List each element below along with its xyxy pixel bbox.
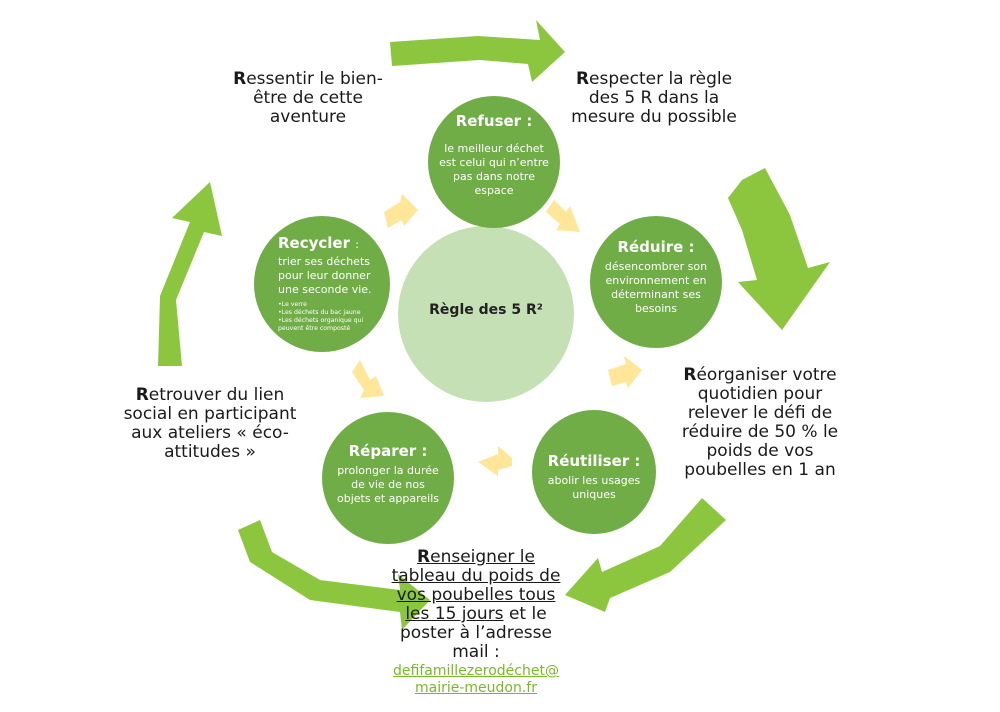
outer-arrow-right	[728, 168, 830, 330]
reduire-title: Réduire :	[617, 238, 695, 256]
outer-arrow-bottom	[565, 498, 726, 612]
reparer-title: Réparer :	[348, 442, 428, 460]
reutiliser-block: Réutiliser : abolir les usages uniques	[540, 452, 648, 502]
reparer-block: Réparer : prolonger la durée de vie de n…	[334, 442, 442, 506]
inner-arrow-4	[478, 446, 512, 476]
recycler-desc: trier ses déchets pour leur donner une s…	[278, 255, 372, 296]
outer-arrow-top	[390, 20, 565, 82]
reutiliser-desc: abolir les usages uniques	[547, 474, 641, 501]
reduire-desc: désencombrer son environnement en déterm…	[604, 260, 708, 315]
circle-recycler	[254, 216, 390, 352]
inner-arrow-2	[546, 200, 580, 232]
circle-refuser	[428, 96, 560, 228]
refuser-desc: le meilleur déchet est celui qui n’entre…	[439, 142, 549, 197]
recycler-list-item: •Les déchets organique qui peuvent être …	[278, 317, 364, 332]
recycler-block: Recycler : trier ses déchets pour leur d…	[278, 234, 374, 333]
circle-reparer	[322, 412, 454, 544]
outer-arrow-bottom-left	[238, 520, 430, 630]
recycler-list-item: •Les déchets du bac jaune	[278, 309, 361, 316]
reparer-desc: prolonger la durée de vie de nos objets …	[337, 464, 439, 505]
circle-reduire	[590, 216, 722, 348]
email-address[interactable]: defifamillezerodéchet@ mairie-meudon.fr	[388, 663, 564, 697]
circle-reutiliser	[532, 410, 656, 534]
email-line-1[interactable]: defifamillezerodéchet@	[393, 663, 559, 679]
reduire-block: Réduire : désencombrer son environnement…	[598, 238, 714, 316]
recycler-list: •Le verre •Les déchets du bac jaune •Les…	[278, 301, 374, 333]
recycler-list-item: •Le verre	[278, 301, 307, 308]
refuser-block: Refuser : le meilleur déchet est celui q…	[438, 112, 550, 198]
respecter-text: Respecter la règle des 5 R dans la mesur…	[571, 69, 737, 127]
reorganiser-text: Réorganiser votre quotidien pour relever…	[681, 365, 839, 480]
renseigner-text: Renseigner le tableau du poids de vos po…	[388, 548, 564, 697]
refuser-title: Refuser :	[455, 112, 533, 130]
email-line-2[interactable]: mairie-meudon.fr	[414, 680, 537, 696]
reutiliser-title: Réutiliser :	[547, 452, 641, 470]
outer-arrow-left	[158, 182, 222, 366]
retrouver-text: Retrouver du lien social en participant …	[123, 385, 297, 462]
inner-arrow-5	[352, 360, 384, 398]
ressentir-text: Ressentir le bien-être de cette aventure	[233, 69, 383, 127]
center-label: Règle des 5 R²	[429, 302, 543, 318]
inner-arrow-1	[384, 194, 418, 228]
recycler-title: Recycler :	[278, 234, 359, 252]
center-circle	[398, 226, 574, 402]
inner-arrow-3	[608, 356, 642, 388]
